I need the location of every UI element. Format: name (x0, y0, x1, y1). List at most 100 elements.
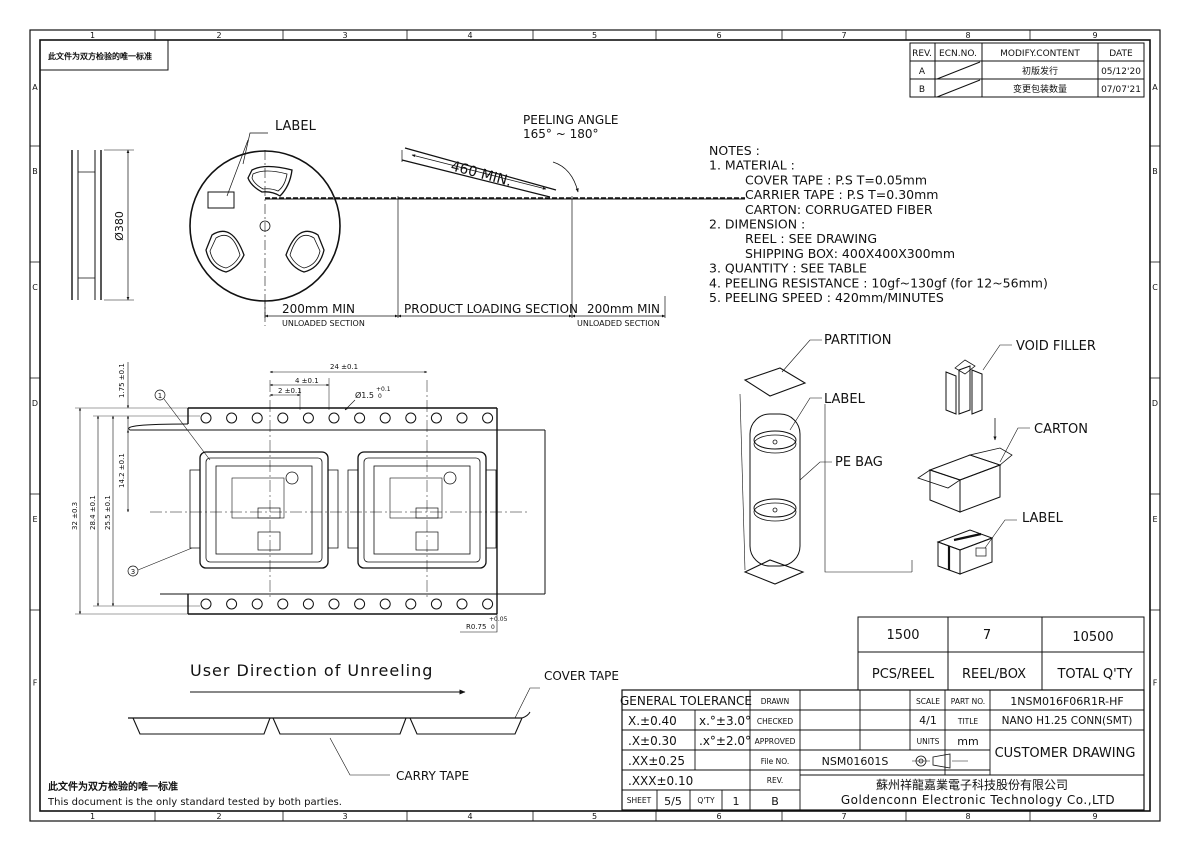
section-200-left: 200mm MIN (282, 302, 355, 316)
rev-b-date: 07/07'21 (1101, 85, 1141, 95)
sprocket-hole (482, 598, 494, 610)
col-marker-1: 1 (90, 31, 95, 40)
sprocket-hole (277, 598, 289, 610)
note-line: 5. PEELING SPEED : 420mm/MINUTES (709, 290, 944, 305)
note-line: COVER TAPE : P.S T=0.05mm (745, 172, 927, 187)
row-marker-F: F (33, 679, 38, 688)
note-line: NOTES : (709, 143, 760, 158)
peeling-angle-value: 165° ~ 180° (523, 127, 599, 141)
col-marker-2: 2 (216, 31, 221, 40)
header-note: 此文件为双方检验的唯一标准 (39, 39, 169, 71)
checked-label: CHECKED (757, 717, 794, 726)
general-tolerance: GENERAL TOLERANCE (620, 694, 752, 708)
note-line: 2. DIMENSION : (709, 217, 805, 232)
dim-hole-tol-plus: +0.1 (376, 386, 391, 393)
row-marker-B: B (1152, 167, 1158, 176)
sprocket-hole (200, 598, 212, 610)
rev-header: REV. (912, 49, 932, 59)
void-filler-label: VOID FILLER (1016, 339, 1096, 354)
sprocket-hole (251, 598, 263, 610)
dim-pitch-24: 24 ±0.1 (330, 363, 358, 371)
col-marker-5: 5 (592, 812, 597, 821)
sprocket-hole (430, 598, 442, 610)
reel-label: LABEL (275, 119, 317, 134)
section-200-right: 200mm MIN (587, 302, 660, 316)
sprocket-hole (302, 412, 314, 424)
rev-a-content: 初版发行 (1022, 65, 1058, 77)
dim-pitch-4: 4 ±0.1 (295, 377, 319, 385)
tol-row-2-left: .X±0.30 (628, 734, 677, 748)
col-marker-6: 6 (716, 31, 721, 40)
note-line: REEL : SEE DRAWING (745, 231, 877, 246)
company-cn: 蘇州祥龍嘉業電子科技股份有限公司 (876, 777, 1068, 792)
col-marker-9: 9 (1092, 812, 1097, 821)
qty-total: 10500 (1072, 630, 1113, 645)
row-marker-E: E (1152, 515, 1157, 524)
cover-tape-label: COVER TAPE (544, 669, 619, 683)
header-note-text: 此文件为双方检验的唯一标准 (48, 51, 152, 61)
reel-diameter: Ø380 (113, 211, 126, 241)
bag-label-callout: LABEL (824, 392, 866, 407)
col-marker-7: 7 (841, 812, 846, 821)
section-product-loading: PRODUCT LOADING SECTION (404, 302, 578, 316)
sprocket-hole (200, 412, 212, 424)
company-en: Goldenconn Electronic Technology Co.,LTD (841, 793, 1115, 807)
col-marker-3: 3 (342, 31, 347, 40)
dim-14-2: 14.2 ±0.1 (118, 453, 126, 488)
part-no-label: PART NO. (951, 697, 985, 706)
row-marker-C: C (1152, 283, 1158, 292)
footer-cn: 此文件为双方检验的唯一标准 (48, 780, 178, 793)
col-marker-4: 4 (467, 812, 472, 821)
title-block-text: GENERAL TOLERANCE X.±0.40 x.°±3.0° .X±0.… (620, 694, 1135, 808)
dim-1-75: 1.75 ±0.1 (118, 363, 126, 398)
title-block (621, 689, 1145, 811)
pocket-1 (189, 451, 339, 569)
col-marker-5: 5 (592, 31, 597, 40)
pocket-2 (347, 451, 497, 569)
sprocket-hole (226, 598, 238, 610)
label-reel-box: REEL/BOX (962, 667, 1026, 682)
carrier-tape-dimensions: 24 ±0.1 4 ±0.1 2 ±0.1 Ø1.5 +0.1 0 1.75 ±… (71, 363, 508, 631)
unreeling-direction: User Direction of Unreeling (190, 661, 433, 680)
sprocket-hole (482, 412, 494, 424)
drawn-label: DRAWN (761, 697, 789, 706)
note-line: 1. MATERIAL : (709, 158, 795, 173)
sprocket-holes-top (200, 412, 494, 424)
rev-b: B (919, 85, 925, 95)
sprocket-hole (354, 412, 366, 424)
reel-front-view (189, 132, 341, 326)
drawing-title: NANO H1.25 CONN(SMT) (1002, 715, 1133, 727)
qty-value: 1 (733, 795, 740, 808)
sprocket-hole (328, 412, 340, 424)
note-line: 3. QUANTITY : SEE TABLE (709, 261, 867, 276)
dim-25-5: 25.5 ±0.1 (104, 495, 112, 530)
dim-hole-diameter: Ø1.5 (355, 390, 374, 400)
row-marker-A: A (1152, 83, 1158, 92)
tape-sections (264, 147, 745, 318)
sprocket-hole (405, 412, 417, 424)
title-label: TITLE (957, 717, 979, 726)
partition-label: PARTITION (824, 333, 892, 348)
rev-b-content: 变更包装数量 (1013, 83, 1067, 95)
col-marker-8: 8 (965, 812, 970, 821)
rev-a: A (919, 67, 926, 77)
col-marker-9: 9 (1092, 31, 1097, 40)
file-no-label: File NO. (761, 757, 790, 766)
units-value: mm (957, 735, 978, 748)
sprocket-hole (456, 598, 468, 610)
sheet-label: SHEET (627, 796, 652, 805)
part-no: 1NSM016F06R1R-HF (1010, 695, 1123, 708)
frame (29, 29, 1161, 822)
sprocket-hole (354, 598, 366, 610)
sprocket-hole (379, 412, 391, 424)
tol-row-3-left: .XX±0.25 (628, 754, 685, 768)
ecn-header: ECN.NO. (939, 49, 977, 59)
label-total-qty: TOTAL Q'TY (1056, 667, 1132, 682)
col-marker-8: 8 (965, 31, 970, 40)
revision-table: REV. ECN.NO. MODIFY.CONTENT DATE A 初版发行 … (909, 42, 1145, 98)
sprocket-hole (226, 412, 238, 424)
sprocket-hole (379, 598, 391, 610)
col-marker-6: 6 (716, 812, 721, 821)
